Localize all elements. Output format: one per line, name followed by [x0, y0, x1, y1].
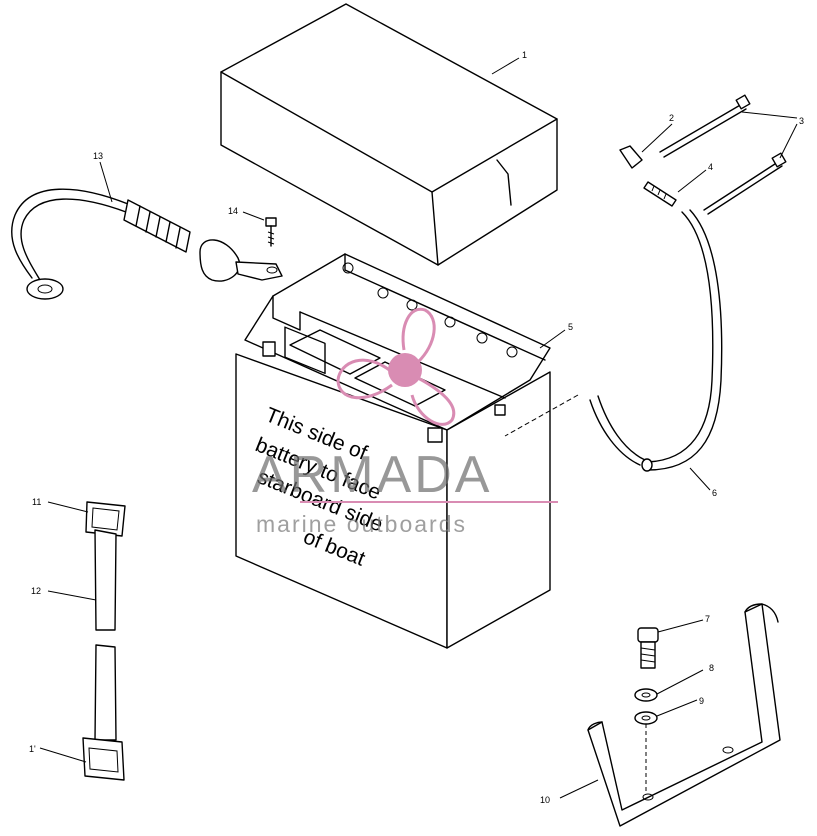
- battery-strap: [82, 501, 126, 781]
- callout-13: 13: [93, 151, 103, 161]
- callout-labels: 1 2 3 4 5 6 7 8 9 10 11 1' 12 13 14: [29, 50, 804, 805]
- callout-3: 3: [799, 116, 804, 126]
- terminal-nut: [619, 145, 643, 169]
- callout-11-top: 11: [32, 497, 41, 507]
- bracket-bolt: [637, 627, 659, 669]
- callout-5: 5: [568, 322, 573, 332]
- watermark-tagline: marine outboards: [256, 511, 467, 537]
- callout-9: 9: [699, 696, 704, 706]
- terminal-screw: [265, 217, 277, 247]
- callout-10: 10: [540, 795, 550, 805]
- terminal-bolts: [659, 94, 787, 215]
- battery-cover: [220, 3, 558, 266]
- leader-lines: [39, 57, 798, 799]
- callout-4: 4: [708, 162, 713, 172]
- callout-12: 12: [31, 586, 41, 596]
- negative-cable: [11, 188, 283, 300]
- lock-washer: [634, 688, 658, 702]
- callout-6: 6: [712, 488, 717, 498]
- terminal-stud: [643, 181, 677, 207]
- callout-11-bottom: 1': [29, 744, 36, 754]
- flat-washer: [634, 711, 658, 725]
- callout-1: 1: [522, 50, 527, 60]
- propeller-logo-icon: [336, 307, 456, 426]
- callout-7: 7: [705, 614, 710, 624]
- mounting-bracket: [587, 603, 781, 827]
- callout-8: 8: [709, 663, 714, 673]
- callout-2: 2: [669, 113, 674, 123]
- watermark: ARMADA marine outboards: [252, 307, 558, 537]
- callout-14: 14: [228, 206, 238, 216]
- watermark-brand: ARMADA: [252, 446, 492, 504]
- positive-cable: [589, 209, 723, 472]
- battery: [235, 253, 551, 649]
